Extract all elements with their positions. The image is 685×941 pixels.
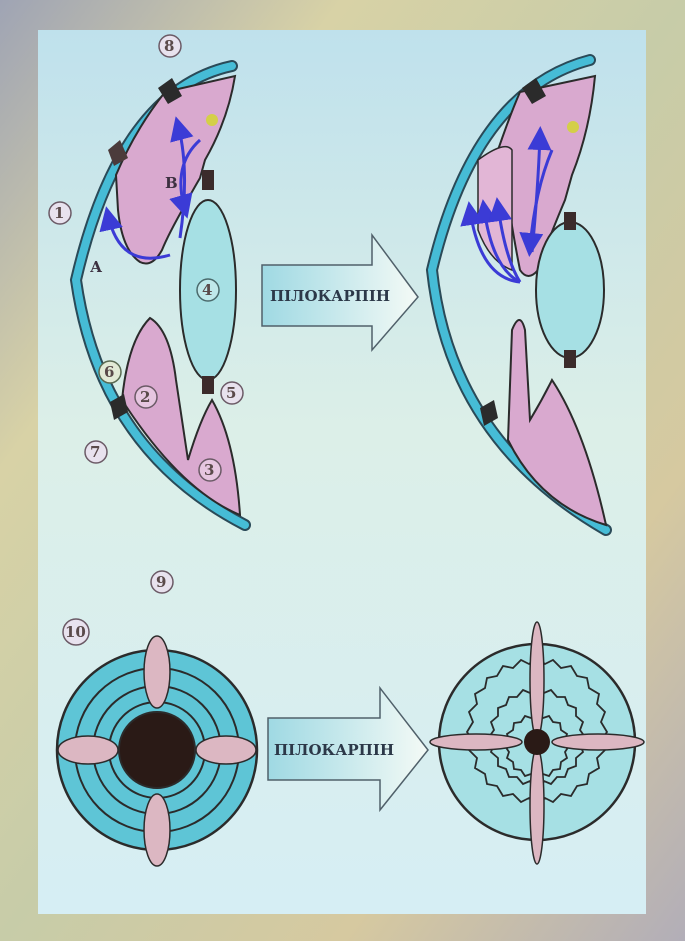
pupil-constricted [524, 729, 550, 755]
svg-text:1: 1 [54, 204, 64, 222]
schlemm-canal-lower [110, 394, 128, 420]
zonule-lower-after [564, 350, 576, 368]
lobe-right [195, 735, 257, 765]
marker-7: 7 [84, 440, 108, 464]
pilocarpine-arrow-bottom: ПІЛОКАРПІН [267, 685, 429, 813]
pilocarpine-label-bottom: ПІЛОКАРПІН [274, 741, 394, 759]
lobe-left [57, 735, 119, 765]
zonule-upper-after [564, 212, 576, 230]
marker-8: 8 [158, 34, 182, 58]
lower-iris-after [506, 319, 608, 527]
svg-text:4: 4 [202, 281, 212, 299]
pupil-dilated [118, 711, 196, 789]
schlemm-canal-upper [158, 78, 182, 104]
schlemm-canal-upper-after [522, 78, 546, 104]
lobe-bottom-after [529, 747, 545, 865]
schlemm-canal-lower-after [480, 400, 498, 426]
iris-disk-after [429, 621, 645, 865]
svg-text:2: 2 [140, 388, 150, 406]
flow-letter-a: А [90, 258, 103, 276]
marker-9: 9 [150, 570, 174, 594]
lobe-left-after [429, 733, 523, 751]
lobe-right-after [551, 733, 645, 751]
flow-b [170, 116, 194, 239]
lens-after [535, 221, 605, 359]
svg-text:9: 9 [156, 573, 166, 591]
flow-a [99, 206, 171, 260]
trabecular-upper [108, 140, 128, 166]
lobe-top [143, 635, 171, 709]
iris-disk-before [55, 635, 259, 867]
svg-text:5: 5 [226, 384, 236, 402]
marker-4: 4 [196, 278, 220, 302]
marker-2: 2 [134, 385, 158, 409]
flow-b2 [169, 138, 202, 219]
upper-iris [114, 74, 237, 265]
flow-after-2 [474, 199, 521, 284]
zonule-upper [202, 170, 214, 190]
marker-10: 10 [62, 618, 90, 646]
ciliary-dot [206, 114, 218, 126]
lobe-top-after [529, 621, 545, 739]
flow-letter-b: В [165, 174, 178, 192]
svg-text:6: 6 [104, 363, 114, 381]
zonule-lower [202, 376, 214, 394]
pilocarpine-label-top: ПІЛОКАРПІН [270, 287, 390, 305]
pilocarpine-arrow-top: ПІЛОКАРПІН [261, 232, 419, 353]
flow-after-5 [519, 149, 554, 257]
marker-6: 6 [98, 360, 122, 384]
svg-text:7: 7 [90, 443, 100, 461]
flow-after-1 [460, 201, 521, 284]
ciliary-dot-after [567, 121, 579, 133]
svg-text:3: 3 [204, 461, 214, 479]
eye-section-after [425, 54, 612, 536]
lobe-bottom [143, 793, 171, 867]
marker-1: 1 [48, 201, 72, 225]
svg-text:10: 10 [65, 623, 86, 641]
svg-text:8: 8 [164, 37, 174, 55]
marker-5: 5 [220, 381, 244, 405]
marker-3: 3 [198, 458, 222, 482]
flow-after-3 [488, 197, 522, 283]
